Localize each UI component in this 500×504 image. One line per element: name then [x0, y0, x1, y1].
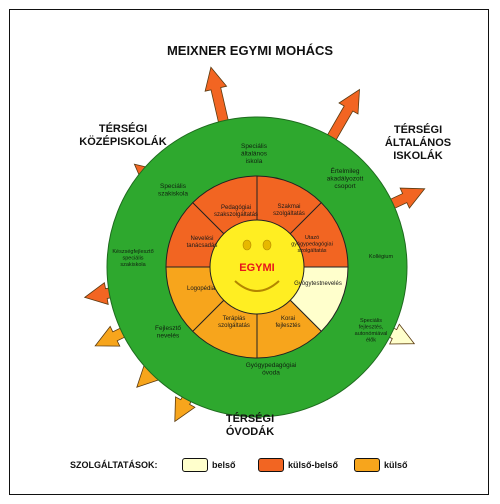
- face-right-eye: [262, 239, 272, 251]
- label-primary-schools: TÉRSÉGI ÁLTALÁNOS ISKOLÁK: [384, 124, 452, 162]
- legend-label-outer: külső: [384, 460, 408, 470]
- legend-label-mixed: külső-belső: [288, 460, 339, 470]
- center-circle: [209, 219, 305, 315]
- legend-swatch-inner: [182, 458, 208, 472]
- inner-ring-label: Gyógytestnevelés: [294, 281, 342, 287]
- legend-label-inner: belső: [212, 460, 236, 470]
- inner-ring-label: Logopédia: [187, 286, 216, 292]
- center-label: EGYMI: [239, 262, 274, 274]
- legend-title: SZOLGÁLTATÁSOK:: [70, 460, 158, 470]
- legend-swatch-outer: [354, 458, 380, 472]
- face-left-eye: [242, 239, 252, 251]
- legend: SZOLGÁLTATÁSOK: belső külső-belső külső: [70, 458, 470, 480]
- face-smile: [234, 280, 280, 292]
- diagram-title: MEIXNER EGYMI MOHÁCS: [166, 43, 334, 58]
- outer-ring-label: Kollégium: [369, 254, 394, 260]
- label-secondary-schools: TÉRSÉGI KÖZÉPISKOLÁK: [79, 123, 167, 148]
- legend-swatch-mixed: [258, 458, 284, 472]
- label-kindergartens: TÉRSÉGI ÓVODÁK: [225, 413, 275, 438]
